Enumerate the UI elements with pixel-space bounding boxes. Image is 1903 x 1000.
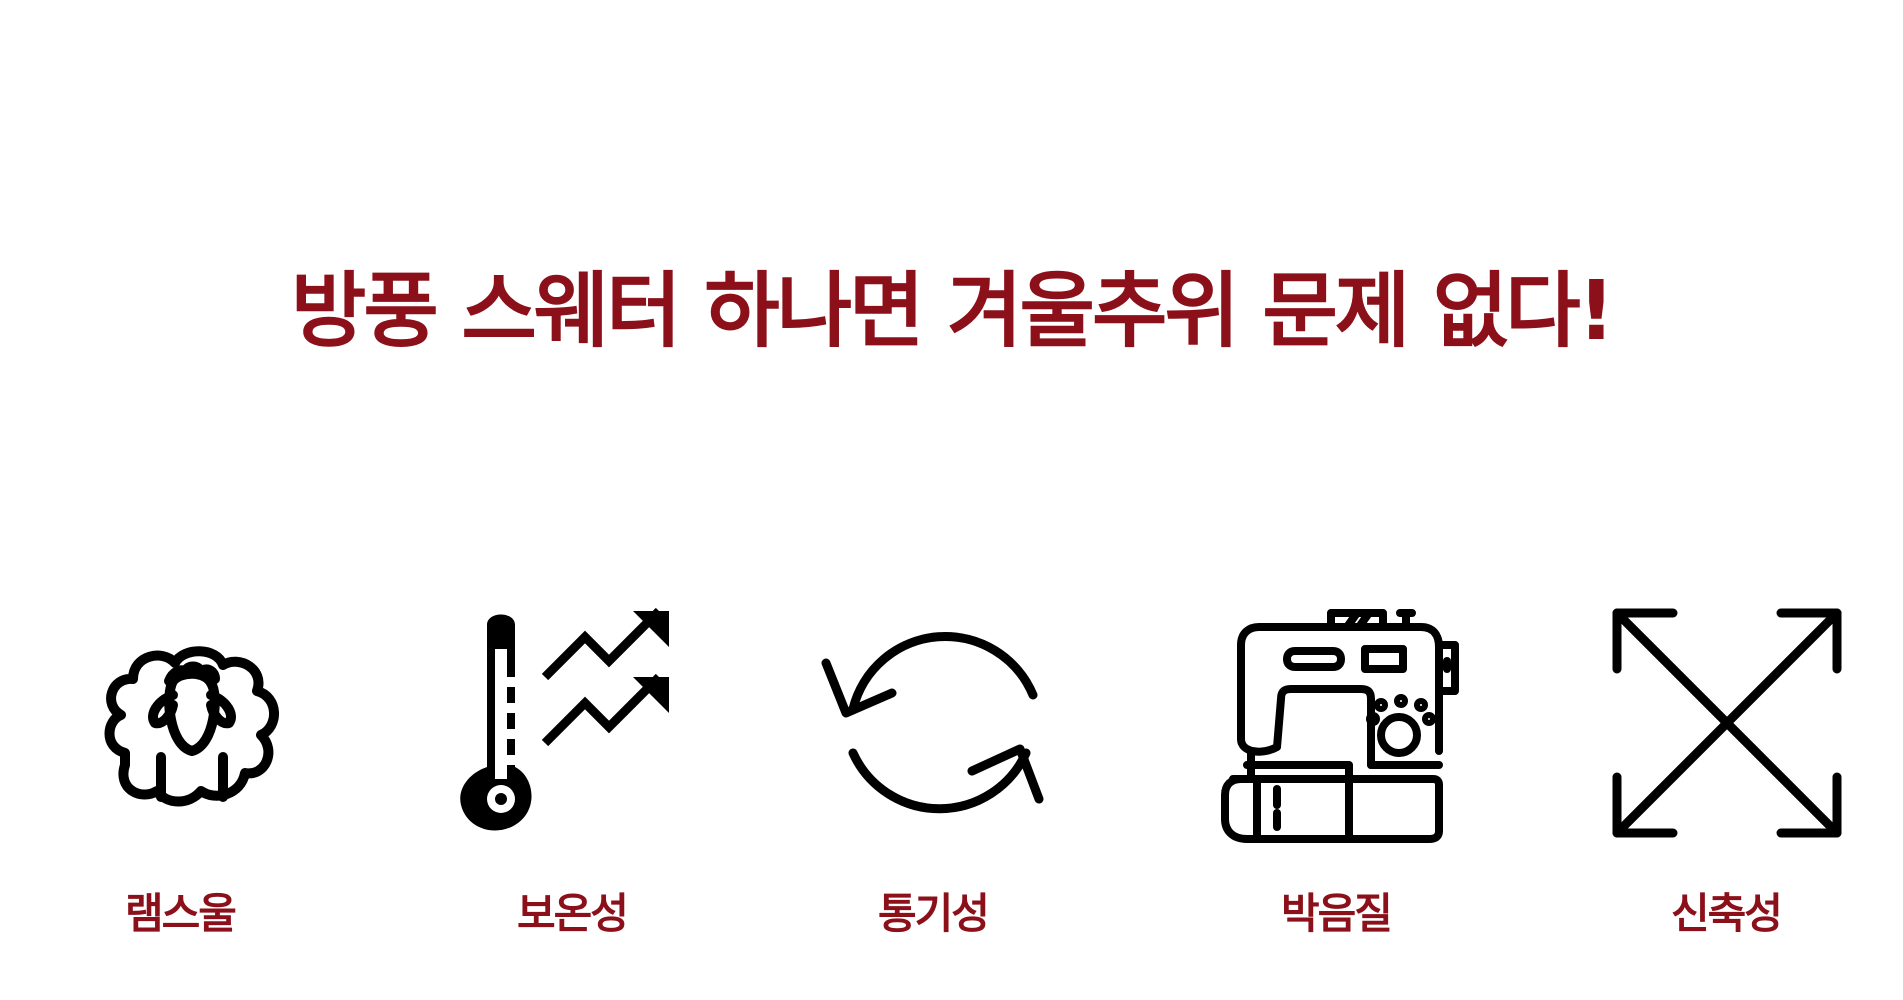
feature-item-stitching: 박음질	[1176, 605, 1496, 945]
feature-label: 통기성	[878, 889, 990, 938]
feature-label: 신축성	[1671, 889, 1783, 938]
feature-item-warmth: 보온성	[412, 605, 732, 945]
circular-arrows-icon	[821, 632, 1044, 814]
expand-arrows-icon	[1612, 608, 1842, 838]
thermometer-rising-icon	[460, 607, 669, 831]
feature-label: 박음질	[1281, 889, 1393, 938]
feature-item-elasticity: 신축성	[1566, 605, 1886, 945]
sewing-machine-icon	[1221, 609, 1459, 843]
sheep-icon	[104, 646, 279, 807]
feature-item-breathability: 통기성	[773, 605, 1093, 945]
feature-label: 램스울	[125, 889, 237, 938]
feature-item-lambswool: 램스울	[20, 605, 340, 945]
page-title: 방풍 스웨터 하나면 겨울추위 문제 없다!	[290, 264, 1615, 359]
feature-label: 보온성	[517, 889, 629, 938]
